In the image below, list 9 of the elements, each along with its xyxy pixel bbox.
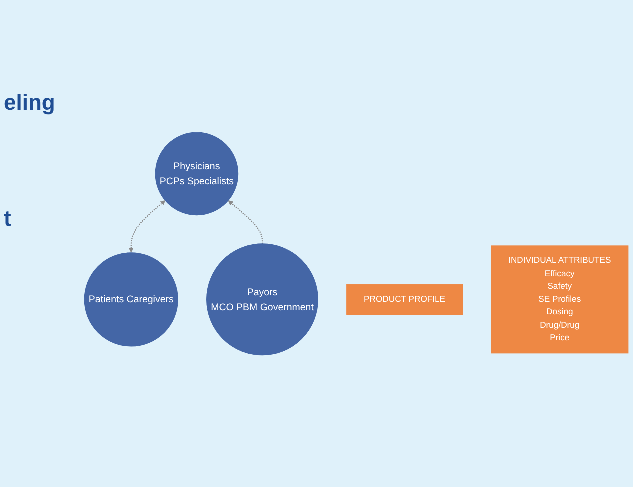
heading-fragment: t	[4, 206, 12, 232]
arrow	[128, 200, 166, 252]
node-box: PRODUCT PROFILE	[346, 284, 464, 315]
heading-fragment: eling	[4, 90, 56, 116]
node-box: INDIVIDUAL ATTRIBUTES Efficacy Safety SE Profiles Dosing Drug/Drug Price	[491, 245, 629, 354]
arrow	[228, 200, 264, 244]
node-circle: Payors MCO PBM Government	[206, 243, 319, 356]
node-circle: Patients Caregivers	[84, 252, 178, 346]
node-circle: Physicians PCPs Specialists	[155, 132, 239, 216]
